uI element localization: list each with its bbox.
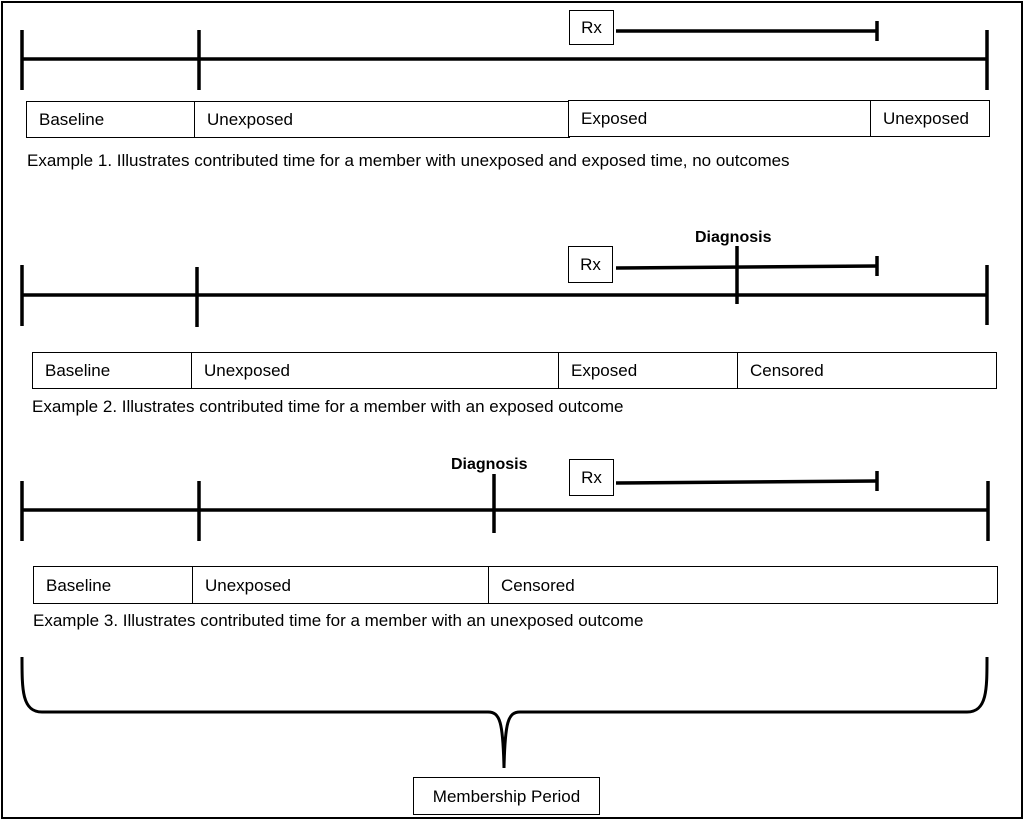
- ex1-rx-label: Rx: [581, 18, 602, 37]
- segment-label: Unexposed: [207, 110, 294, 129]
- ex3-caption: Example 3. Illustrates contributed time …: [33, 611, 644, 630]
- ex1-rx-box: Rx: [569, 10, 614, 45]
- ex2-diagnosis-label: Diagnosis: [695, 229, 772, 246]
- ex2-segment-unexposed: Unexposed: [191, 352, 560, 389]
- ex3-segment-baseline: Baseline: [33, 566, 194, 604]
- segment-label: Unexposed: [883, 109, 970, 128]
- ex3-rx-label: Rx: [581, 468, 602, 487]
- ex1-segment-unexposed: Unexposed: [194, 101, 570, 138]
- ex3-diagnosis-label: Diagnosis: [451, 456, 528, 473]
- segment-label: Unexposed: [204, 361, 291, 380]
- membership-brace: [20, 656, 989, 769]
- segment-label: Baseline: [39, 110, 105, 129]
- ex2-rx-box: Rx: [568, 246, 613, 283]
- segment-label: Censored: [750, 361, 824, 380]
- ex3-rx-box: Rx: [569, 459, 614, 496]
- segment-label: Baseline: [46, 575, 112, 595]
- ex1-segment-exposed: Exposed: [568, 100, 872, 137]
- ex3-rx-line: [615, 479, 878, 485]
- segment-label: Baseline: [45, 361, 111, 380]
- ex1-segment-baseline: Baseline: [26, 101, 196, 138]
- ex3-segment-censored: Censored: [488, 566, 998, 604]
- segment-label: Unexposed: [205, 575, 292, 595]
- ex2-caption: Example 2. Illustrates contributed time …: [32, 397, 624, 416]
- ex2-segment-baseline: Baseline: [32, 352, 193, 389]
- segment-label: Censored: [501, 575, 575, 595]
- ex2-segment-exposed: Exposed: [558, 352, 739, 389]
- ex2-rx-label: Rx: [580, 255, 601, 274]
- ex2-segment-censored: Censored: [737, 352, 997, 389]
- segment-label: Exposed: [571, 361, 638, 380]
- membership-period-label: Membership Period: [432, 786, 581, 806]
- membership-period-box: Membership Period: [413, 777, 600, 815]
- ex2-rx-line: [615, 264, 878, 270]
- ex1-segment-unexposed-after: Unexposed: [870, 100, 990, 137]
- ex1-caption: Example 1. Illustrates contributed time …: [27, 151, 790, 170]
- segment-label: Exposed: [581, 109, 648, 128]
- ex3-segment-unexposed: Unexposed: [192, 566, 490, 604]
